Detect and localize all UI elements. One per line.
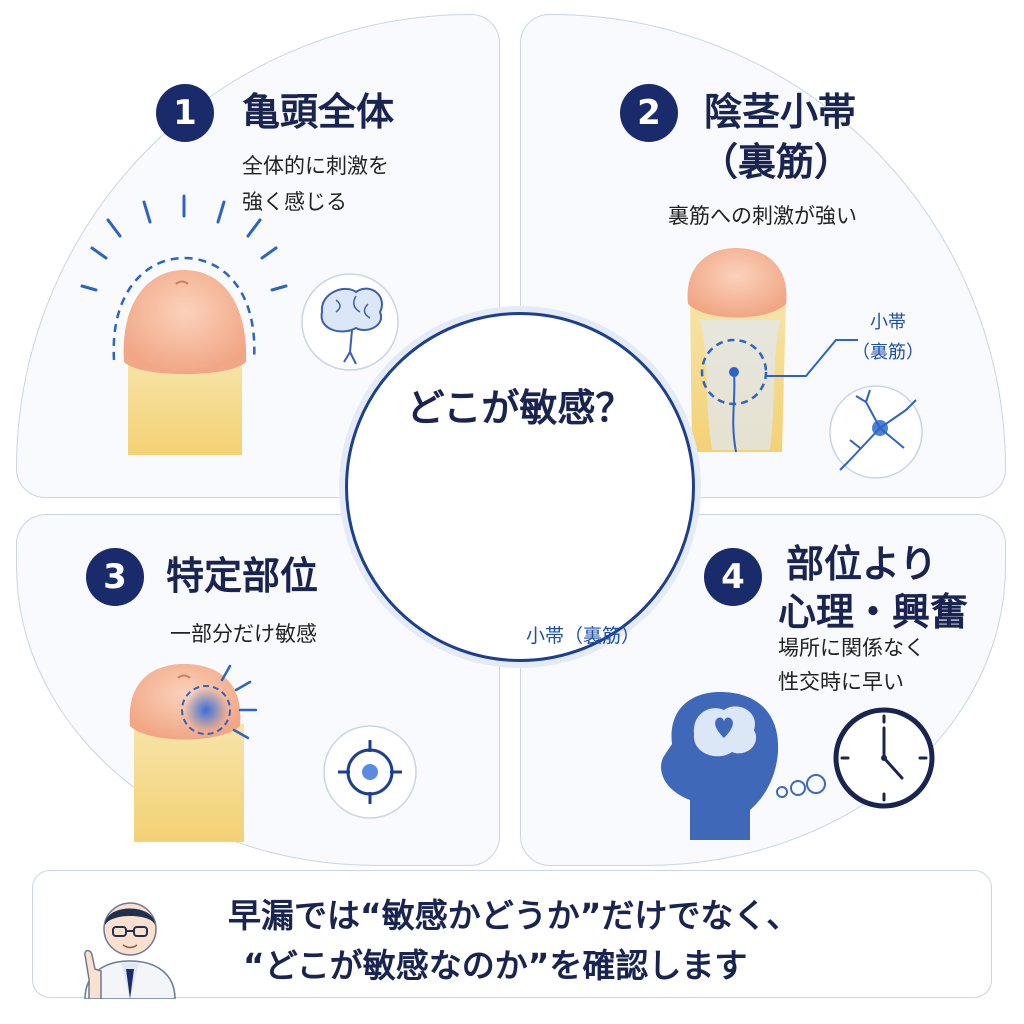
- footer-line-2: “どこが敏感なのか”を確認します: [243, 946, 748, 985]
- thought-bubbles: [776, 774, 826, 798]
- panel-4-number: 4: [704, 548, 762, 606]
- panel-4-desc-line-2: 性交時に早い: [778, 670, 904, 694]
- panel-1-desc-line-2: 強く感じる: [242, 190, 347, 214]
- target-icon: [323, 725, 417, 819]
- specific-spot-illustration: [129, 664, 258, 842]
- center-circle: どこが敏感？: [345, 312, 695, 662]
- footer-box: 早漏では“敏感かどうか”だけでなく、 “どこが敏感なのか”を確認します: [32, 870, 992, 999]
- panel-4-desc-line-1: 場所に関係なく: [778, 636, 925, 660]
- center-label: 小帯（裏筋）: [526, 625, 641, 647]
- panel-3-number: 3: [86, 548, 144, 606]
- panel-2-callout-line-2: （裏筋）: [852, 342, 924, 363]
- panel-3-desc: 一部分だけ敏感: [170, 622, 317, 646]
- doctor-icon: [84, 902, 176, 999]
- panel-1-desc-line-1: 全体的に刺激を: [242, 154, 389, 178]
- panel-2-desc: 裏筋への刺激が強い: [668, 204, 857, 228]
- panel-4-title-line-2: 心理・興奮: [778, 590, 969, 634]
- panel-2-callout-line-1: 小帯: [870, 312, 906, 333]
- panel-3-title: 特定部位: [166, 554, 319, 598]
- head-heart-icon: [661, 692, 779, 840]
- panel-2-title-line-1: 陰茎小帯: [704, 90, 857, 134]
- panel-2-number: 2: [620, 84, 678, 142]
- panel-2-title-line-2: （裏筋）: [700, 140, 853, 184]
- brain-nerve-icon: [301, 273, 399, 371]
- frenulum-illustration: [687, 248, 858, 453]
- center-question: どこが敏感？: [406, 386, 634, 430]
- glans-whole-illustration: [80, 194, 288, 455]
- panel-4-title-line-1: 部位より: [786, 542, 938, 586]
- clock-icon: [833, 707, 935, 809]
- footer-line-1: 早漏では“敏感かどうか”だけでなく、: [228, 896, 800, 935]
- panel-1-number: 1: [156, 84, 214, 142]
- nerve-cell-icon: [829, 385, 923, 479]
- panel-1-title: 亀頭全体: [242, 90, 395, 134]
